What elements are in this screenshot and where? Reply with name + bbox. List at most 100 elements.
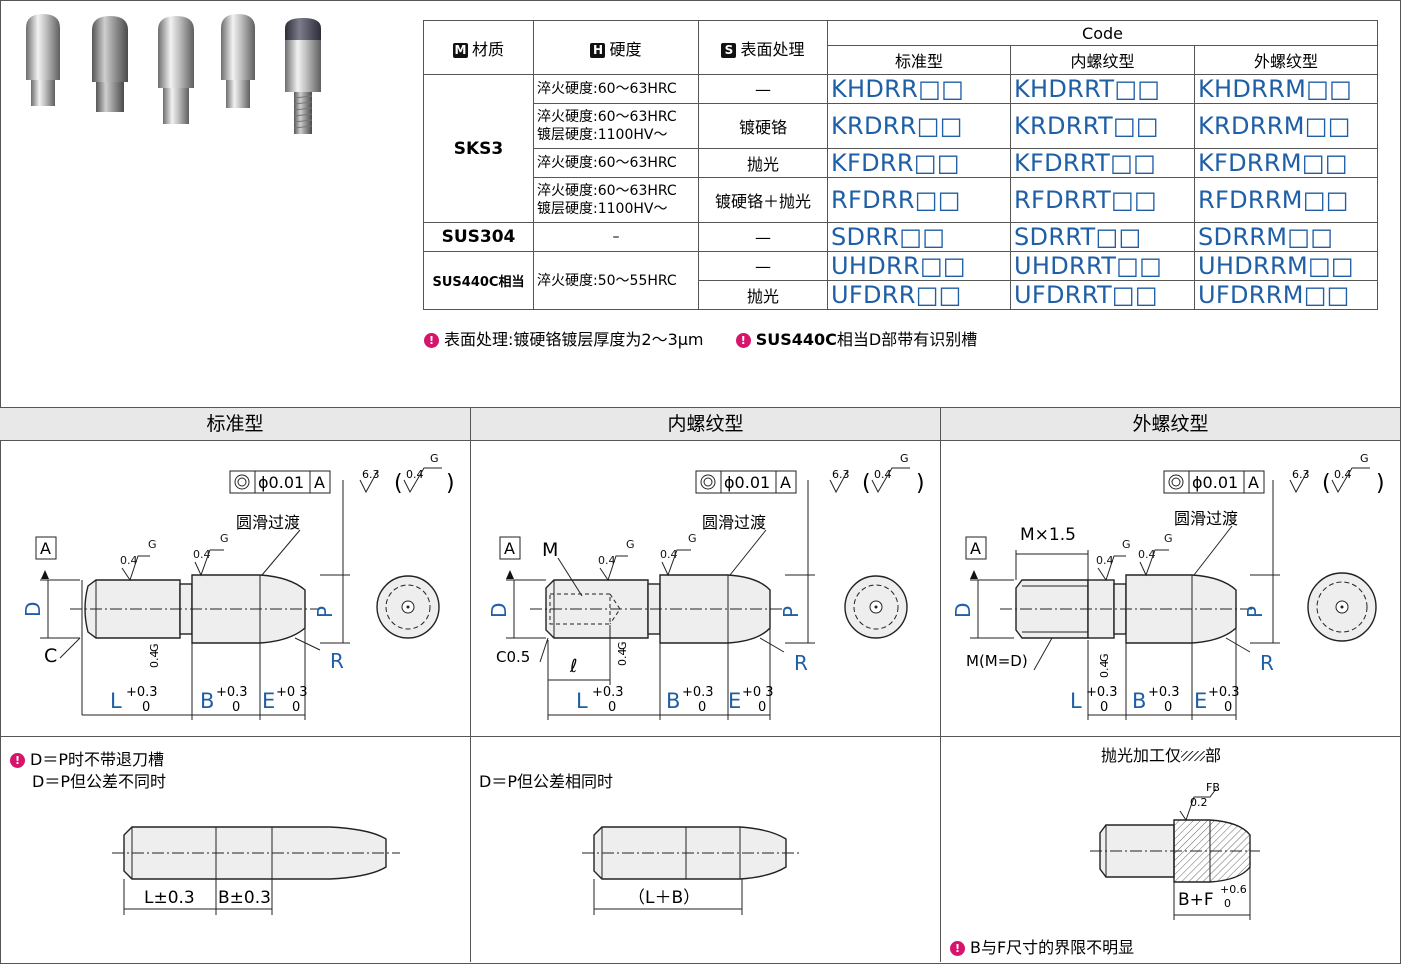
- drawing-internal: A D P R C0.5 M ℓ 圆滑过渡 ϕ0.01 A 6.3 ( 0.4 …: [487, 452, 925, 720]
- photo-pin-4: [221, 14, 255, 108]
- code-cell[interactable]: UFDRRT□□: [1010, 280, 1195, 310]
- divider: [0, 736, 1400, 737]
- svg-text:L: L: [1070, 689, 1082, 713]
- dim-p: P: [313, 606, 337, 618]
- code-cell[interactable]: KRDRRT□□: [1010, 103, 1195, 149]
- svg-text:0: 0: [1224, 897, 1231, 910]
- svg-text:0: 0: [232, 700, 240, 715]
- end-view: [844, 575, 908, 639]
- dim-c: C: [44, 645, 57, 667]
- surface-cell: —: [698, 74, 828, 104]
- code-cell[interactable]: RFDRRM□□: [1194, 177, 1378, 223]
- code-cell[interactable]: RFDRR□□: [827, 177, 1011, 223]
- code-cell[interactable]: KFDRRT□□: [1010, 148, 1195, 178]
- thread-eq: M(M=D): [966, 652, 1028, 670]
- svg-text:): ): [1376, 471, 1385, 496]
- code-cell[interactable]: KFDRR□□: [827, 148, 1011, 178]
- svg-text:G: G: [626, 538, 635, 551]
- code-cell[interactable]: UHDRRM□□: [1194, 251, 1378, 281]
- dim-r: R: [1260, 651, 1274, 675]
- hardness-cell: 淬火硬度:60～63HRC: [533, 148, 699, 178]
- svg-text:0.4: 0.4: [120, 554, 138, 567]
- svg-text:+0.3: +0.3: [682, 685, 714, 700]
- svg-text:+0 3: +0 3: [276, 685, 308, 700]
- header-type-internal: 内螺纹型: [1010, 45, 1195, 75]
- dim-p: P: [779, 606, 803, 618]
- svg-text:G: G: [220, 532, 229, 545]
- svg-text:0: 0: [1224, 700, 1232, 715]
- code-cell[interactable]: KHDRRM□□: [1194, 74, 1378, 104]
- code-cell[interactable]: KHDRRT□□: [1010, 74, 1195, 104]
- svg-text:0: 0: [758, 700, 766, 715]
- svg-text:G: G: [900, 452, 909, 465]
- section-header-external: 外螺纹型: [941, 407, 1400, 441]
- smooth-label: 圆滑过渡: [702, 513, 766, 532]
- svg-text:+0.3: +0.3: [126, 685, 158, 700]
- surface-cell: —: [698, 222, 828, 252]
- dim-p: P: [1243, 606, 1267, 618]
- header-code: Code: [827, 20, 1378, 46]
- datum-label: A: [504, 539, 515, 558]
- smooth-label: 圆滑过渡: [236, 513, 300, 532]
- svg-text:+0.6: +0.6: [1220, 883, 1247, 896]
- svg-text:(: (: [1322, 471, 1331, 496]
- photo-pin-2: [92, 16, 128, 112]
- code-cell[interactable]: KRDRR□□: [827, 103, 1011, 149]
- svg-text:L: L: [576, 689, 588, 713]
- svg-text:E: E: [262, 689, 275, 713]
- datum-label: A: [970, 539, 981, 558]
- svg-text:0.4: 0.4: [1096, 554, 1114, 567]
- drawing-bottom-right: 0.2 FB B+F +0.6 0: [1090, 781, 1260, 920]
- drawing-external: A D P R M×1.5 M(M=D) 圆滑过渡 ϕ0.01 A 6.3 ( …: [951, 452, 1385, 720]
- material-sks3: SKS3: [423, 74, 534, 223]
- warning-icon: !: [10, 753, 25, 768]
- datum-box: [35, 536, 57, 560]
- fb-value: 0.2: [1190, 796, 1208, 809]
- note-surface: 表面处理:镀硬铬镀层厚度为2～3μm: [444, 330, 704, 349]
- code-cell[interactable]: KHDRR□□: [827, 74, 1011, 104]
- code-cell[interactable]: RFDRRT□□: [1010, 177, 1195, 223]
- dim-d: D: [21, 602, 45, 617]
- dim-r: R: [794, 651, 808, 675]
- code-cell[interactable]: SDRRM□□: [1194, 222, 1378, 252]
- code-cell[interactable]: SDRRT□□: [1010, 222, 1195, 252]
- svg-text:ϕ0.01: ϕ0.01: [724, 473, 770, 492]
- svg-text:G: G: [148, 538, 157, 551]
- svg-text:A: A: [314, 473, 325, 492]
- svg-text:(: (: [394, 471, 403, 496]
- svg-text:0.4: 0.4: [598, 554, 616, 567]
- table-notes: !表面处理:镀硬铬镀层厚度为2～3μm !SUS440C相当D部带有识别槽: [424, 326, 977, 350]
- note-material: 相当D部带有识别槽: [836, 330, 978, 349]
- photo-pin-1: [26, 14, 60, 106]
- code-cell[interactable]: UFDRRM□□: [1194, 280, 1378, 310]
- code-cell[interactable]: UHDRR□□: [827, 251, 1011, 281]
- svg-text:(: (: [862, 471, 871, 496]
- dim-l-tol: L±0.3: [144, 888, 195, 908]
- hardness-cell: 淬火硬度:60～63HRC: [533, 74, 699, 104]
- svg-text:+0.3: +0.3: [216, 685, 248, 700]
- svg-text:G: G: [688, 532, 697, 545]
- warning-icon: !: [735, 333, 751, 348]
- code-cell[interactable]: UFDRR□□: [827, 280, 1011, 310]
- drawing-standard: A D P R C 圆滑过渡 ϕ0.01 A 6.3 ( 0.4 G ) 0.4…: [21, 452, 455, 720]
- code-cell[interactable]: UHDRRT□□: [1010, 251, 1195, 281]
- svg-text:B: B: [1132, 689, 1146, 713]
- dim-L-group: L +0.3 0 B +0.3 0 E +0 3 0: [110, 685, 308, 715]
- badge-s: S: [721, 42, 737, 58]
- svg-text:G: G: [1098, 653, 1111, 662]
- svg-text:+0.3: +0.3: [1148, 685, 1180, 700]
- svg-text:0.4: 0.4: [406, 468, 424, 481]
- code-cell[interactable]: KFDRRM□□: [1194, 148, 1378, 178]
- svg-text:0.4: 0.4: [193, 548, 211, 561]
- svg-text:E: E: [728, 689, 741, 713]
- drawing-bottom-mid: （L＋B）: [582, 826, 800, 915]
- svg-text:A: A: [1248, 473, 1259, 492]
- code-cell[interactable]: KRDRRM□□: [1194, 103, 1378, 149]
- datum-label: A: [40, 539, 51, 558]
- code-cell[interactable]: SDRR□□: [827, 222, 1011, 252]
- svg-text:G: G: [1164, 532, 1173, 545]
- warning-icon: !: [950, 941, 965, 956]
- dim-r: R: [330, 649, 344, 673]
